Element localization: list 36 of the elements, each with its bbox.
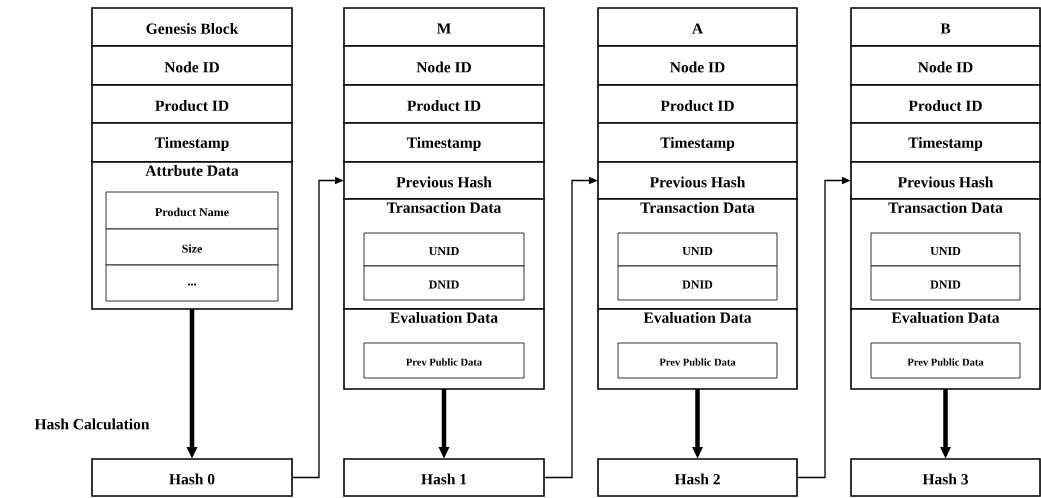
block-field: Product ID <box>91 84 293 124</box>
block-field: Previous Hash <box>597 161 798 200</box>
hash-box: Hash 0 <box>91 458 293 497</box>
block-field: Product ID <box>850 84 1041 124</box>
table-cell: UNID <box>870 232 1021 267</box>
hash-box: Hash 3 <box>850 458 1041 497</box>
block-field: Timestamp <box>343 122 545 163</box>
block-field: Genesis Block <box>91 7 293 47</box>
table-cell: UNID <box>617 232 778 267</box>
block-field: Previous Hash <box>343 161 545 200</box>
block-field: B <box>850 7 1041 47</box>
table-cell: Prev Public Data <box>870 342 1021 379</box>
table-cell: ... <box>105 264 279 302</box>
block-field: Timestamp <box>850 122 1041 163</box>
table-cell: Product Name <box>105 191 279 230</box>
hash-box: Hash 2 <box>597 458 798 497</box>
block-field: Node ID <box>91 45 293 86</box>
block-field: M <box>343 7 545 47</box>
block-field: A <box>597 7 798 47</box>
table-cell: UNID <box>363 232 525 267</box>
table-cell: Size <box>105 228 279 266</box>
block-field: Previous Hash <box>850 161 1041 200</box>
block-field: Product ID <box>343 84 545 124</box>
block-field: Node ID <box>597 45 798 86</box>
table-cell: DNID <box>617 265 778 301</box>
table-cell: DNID <box>870 265 1021 301</box>
edge-label: Hash Calculation <box>33 417 151 431</box>
table-cell: Prev Public Data <box>363 342 525 379</box>
hash-box: Hash 1 <box>343 458 545 497</box>
block-field: Node ID <box>343 45 545 86</box>
table-cell: Prev Public Data <box>617 342 778 379</box>
block-field: Node ID <box>850 45 1041 86</box>
block-field: Timestamp <box>91 122 293 163</box>
block-field: Product ID <box>597 84 798 124</box>
block-field: Timestamp <box>597 122 798 163</box>
table-cell: DNID <box>363 265 525 301</box>
